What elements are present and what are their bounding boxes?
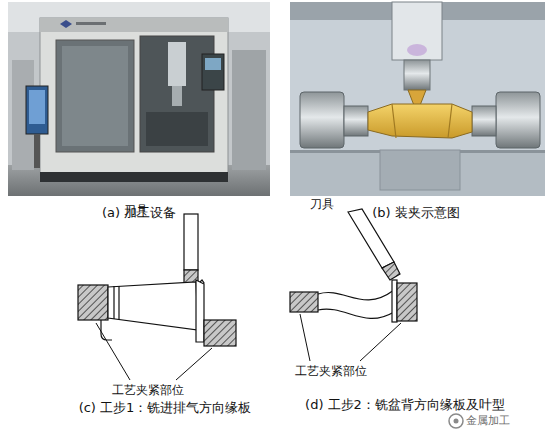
machine-photo <box>8 2 270 196</box>
part-label: 刀具 <box>124 203 148 218</box>
watermark-logo <box>449 414 463 428</box>
panel-caption: (c) 工步1：铣进排气方向缘板 <box>79 400 252 416</box>
part-label: 工艺夹紧部位 <box>112 383 184 398</box>
leader-lines <box>96 314 401 380</box>
step1-drawing <box>78 214 236 346</box>
part-label: 刀具 <box>310 197 334 212</box>
panel-caption: (b) 装夹示意图 <box>372 205 460 221</box>
step2-drawing <box>290 209 417 322</box>
panel-caption: (d) 工步2：铣盆背方向缘板及叶型 <box>305 397 505 413</box>
part-label: 工艺夹紧部位 <box>295 364 367 379</box>
clamping-schematic <box>290 2 545 196</box>
watermark: 金属加工 <box>466 414 510 428</box>
